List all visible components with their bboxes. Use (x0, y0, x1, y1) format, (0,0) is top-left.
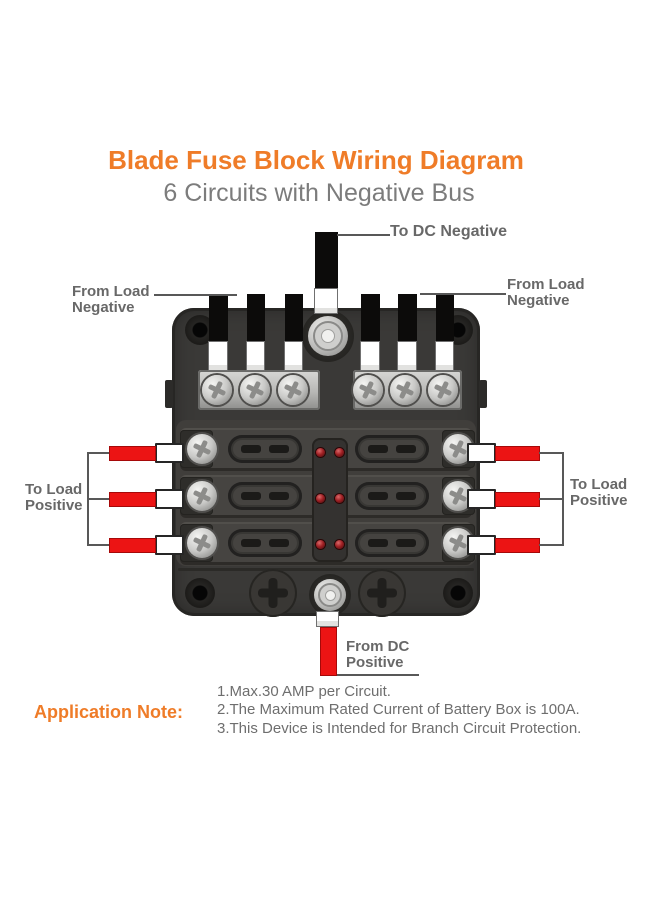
led-indicator (316, 494, 325, 503)
spade-connector (360, 341, 380, 371)
pointer-line (420, 293, 506, 295)
mounting-hole (443, 578, 473, 608)
label-to-dc-negative: To DC Negative (390, 223, 508, 240)
bolt-nut (318, 583, 342, 607)
red-wire-load-positive (109, 446, 156, 461)
bracket-line (87, 452, 89, 546)
panel-seam (178, 568, 474, 571)
pointer-line (539, 544, 563, 546)
red-wire-connector (155, 443, 184, 463)
spade-connector (316, 611, 339, 627)
red-wire-connector (155, 535, 184, 555)
spade-connector (397, 341, 417, 371)
side-tab (479, 380, 487, 408)
bolt-nut (313, 321, 343, 351)
bolt-cap (321, 329, 335, 343)
mounting-cross-boss (249, 569, 297, 617)
fuse-slot (228, 529, 302, 557)
bus-terminal-screw (353, 375, 383, 405)
positive-bus-bolt (309, 574, 351, 616)
spade-connector (208, 341, 228, 371)
bolt-washer (314, 579, 346, 611)
led-indicator (335, 448, 344, 457)
application-note-line: 3.This Device is Intended for Branch Cir… (217, 720, 582, 737)
black-wire-load-negative (398, 294, 417, 343)
circuit-terminal-screw (187, 434, 217, 464)
label-from-load-negative-left: From Load Negative (72, 283, 150, 316)
led-indicator (316, 540, 325, 549)
circuit-terminal-screw (187, 528, 217, 558)
application-note-line: 1.Max.30 AMP per Circuit. (217, 683, 391, 700)
spade-connector (246, 341, 265, 371)
led-indicator (335, 494, 344, 503)
circuit-terminal-screw (187, 481, 217, 511)
application-note-heading: Application Note: (34, 702, 183, 722)
application-note-line: 2.The Maximum Rated Current of Battery B… (217, 701, 580, 718)
fuse-slot (355, 529, 429, 557)
spade-connector (284, 341, 303, 371)
bus-terminal-screw (390, 375, 420, 405)
label-from-dc-positive: From DC Positive (346, 638, 410, 671)
mounting-hole (185, 578, 215, 608)
red-wire-connector (467, 443, 496, 463)
bolt-cap (324, 589, 336, 601)
red-wire-load-positive (495, 446, 540, 461)
black-wire-load-negative (436, 294, 454, 343)
negative-bus-bolt (302, 310, 354, 362)
bus-terminal-screw (278, 375, 308, 405)
fuse-slot (355, 435, 429, 463)
fuse-slot (228, 482, 302, 510)
fuse-block (165, 308, 487, 617)
spade-connector (314, 288, 338, 314)
mounting-cross-boss (358, 569, 406, 617)
red-wire-load-positive (495, 538, 540, 553)
black-wire-load-negative (361, 294, 380, 343)
bus-terminal-screw (202, 375, 232, 405)
page-subtitle: 6 Circuits with Negative Bus (163, 179, 475, 207)
black-wire-load-negative (247, 294, 265, 343)
black-wire-dc-negative (315, 232, 338, 290)
page-title: Blade Fuse Block Wiring Diagram (108, 145, 524, 175)
pointer-line (154, 294, 237, 296)
label-from-load-negative-right: From Load Negative (507, 276, 585, 309)
pointer-line (539, 452, 563, 454)
red-wire-load-positive (495, 492, 540, 507)
fuse-slot (355, 482, 429, 510)
pointer-line (87, 498, 109, 500)
black-wire-load-negative (285, 294, 303, 343)
fuse-slot (228, 435, 302, 463)
side-tab (165, 380, 173, 408)
bus-terminal-screw (428, 375, 458, 405)
red-wire-connector (155, 489, 184, 509)
bracket-line (562, 452, 564, 546)
red-wire-load-positive (109, 492, 156, 507)
black-wire-load-negative (209, 294, 228, 343)
red-wire-load-positive (109, 538, 156, 553)
pointer-line (87, 544, 109, 546)
pointer-line (87, 452, 109, 454)
pointer-line (539, 498, 563, 500)
bolt-washer (308, 316, 348, 356)
red-wire-connector (467, 535, 496, 555)
red-wire-dc-positive (320, 627, 337, 676)
bus-terminal-screw (240, 375, 270, 405)
led-indicator (316, 448, 325, 457)
red-wire-connector (467, 489, 496, 509)
pointer-line (337, 234, 390, 236)
spade-connector (435, 341, 454, 371)
led-indicator (335, 540, 344, 549)
pointer-line (337, 674, 419, 676)
label-to-load-positive-left: To Load Positive (25, 481, 83, 514)
label-to-load-positive-right: To Load Positive (570, 476, 628, 509)
